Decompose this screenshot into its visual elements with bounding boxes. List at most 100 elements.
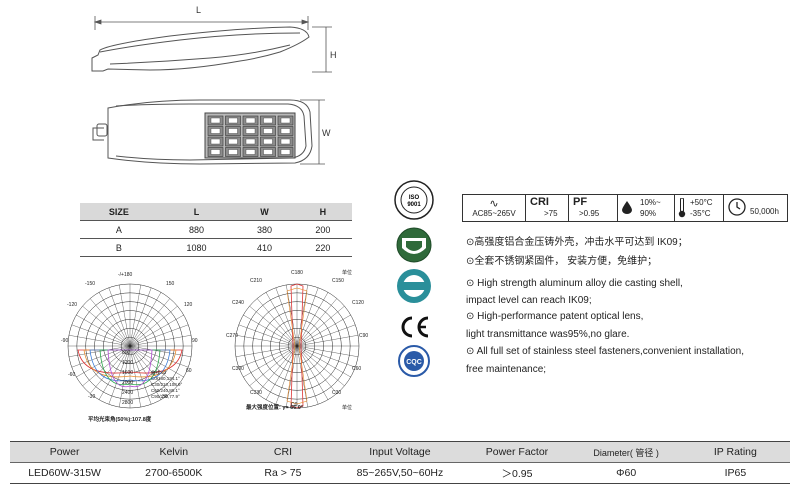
svg-text:单位: 单位 xyxy=(342,269,352,276)
polar-spoke xyxy=(257,298,298,347)
polar-spoke xyxy=(129,345,178,386)
spec-voltage: ∿ AC85~265V xyxy=(463,195,526,221)
polar-label: 800 xyxy=(122,350,131,356)
polar-spoke xyxy=(296,324,356,347)
led-lens xyxy=(228,117,238,124)
polar-spoke xyxy=(238,345,298,368)
size-cell: B xyxy=(115,242,122,253)
size-col-h: H xyxy=(319,206,327,217)
size-cell: 220 xyxy=(315,242,331,253)
polar-spoke xyxy=(82,345,131,386)
col-power-factor: Power Factor xyxy=(462,441,572,463)
svg-text:C270: C270 xyxy=(226,333,238,339)
svg-text:C180: C180 xyxy=(291,270,303,276)
polar-spoke xyxy=(129,345,184,378)
feature-line: ⊙ High-performance patent optical lens, xyxy=(466,311,644,322)
svg-text:ISO: ISO xyxy=(409,195,420,201)
led-lens xyxy=(210,117,221,124)
lamp-side-view xyxy=(91,26,310,72)
polar-spoke xyxy=(68,335,131,347)
size-col-size: SIZE xyxy=(108,206,129,217)
cell-power: LED60W-315W xyxy=(10,462,120,484)
polar-spoke xyxy=(265,345,298,400)
led-lens xyxy=(245,128,256,134)
size-cell: 200 xyxy=(315,224,331,235)
cqc-cert-icon: CQC xyxy=(398,345,430,377)
polar-spoke xyxy=(296,335,359,347)
size-cell: 380 xyxy=(256,224,273,235)
polar-label: -60 xyxy=(68,372,75,378)
led-lens xyxy=(280,138,291,145)
svg-text:C30/210,108.9°: C30/210,108.9° xyxy=(151,382,183,387)
size-cell: 880 xyxy=(188,224,204,235)
polar-spoke xyxy=(76,345,131,378)
polar-label: -120 xyxy=(67,302,77,308)
polar-spoke xyxy=(296,306,345,347)
polar-spoke xyxy=(129,284,141,347)
polar-label: 60 xyxy=(186,368,192,374)
polar-spoke xyxy=(129,292,162,347)
polar-spoke xyxy=(235,345,298,357)
led-lens xyxy=(280,117,291,124)
led-lens xyxy=(210,149,221,155)
polar-label: -30 xyxy=(88,394,95,400)
spec-cri-label: CRI xyxy=(530,196,549,208)
polar-curve xyxy=(286,287,308,405)
polar-spoke xyxy=(129,287,152,347)
spec-lifetime-value: 50,000h xyxy=(750,207,779,216)
polar-spoke xyxy=(235,335,298,347)
polar-spoke xyxy=(90,298,131,347)
ac-wave-icon: ∿ xyxy=(489,197,499,210)
polar-spoke xyxy=(108,287,131,347)
iso-9001-icon: ISO 9001 xyxy=(394,180,434,220)
polar-label: 1600 xyxy=(122,370,133,376)
polar-spoke xyxy=(296,314,351,347)
clock-icon xyxy=(728,198,746,218)
svg-text:9001: 9001 xyxy=(407,202,421,208)
size-col-l: L xyxy=(193,206,200,217)
polar-spoke xyxy=(119,284,131,347)
svg-text:C60: C60 xyxy=(352,366,361,372)
led-lens xyxy=(245,117,256,124)
table-row: LED60W-315W 2700-6500K Ra > 75 85~265V,5… xyxy=(10,462,790,484)
polar-spoke xyxy=(129,314,184,347)
svg-text:C300: C300 xyxy=(232,366,244,372)
cell-cri: Ra > 75 xyxy=(228,462,338,484)
size-cell: 1080 xyxy=(186,242,207,253)
col-diameter: Diameter( 管径 ) xyxy=(571,441,681,463)
polar-spoke xyxy=(296,345,337,394)
svg-text:C120: C120 xyxy=(352,300,364,306)
led-module xyxy=(204,112,296,159)
polar-spoke xyxy=(296,345,356,368)
cell-diameter: Φ60 xyxy=(571,462,681,484)
polar-diagram-right: C180 C210 C240 C270 C300 C330 C0 C30 C60… xyxy=(226,269,368,411)
spec-temperature: +50°C -35°C xyxy=(675,195,724,221)
feature-line: light transmittance was95%,no glare. xyxy=(466,329,630,340)
feature-line: ⊙ All full set of stainless steel fasten… xyxy=(466,346,744,357)
polar-spoke xyxy=(257,345,298,394)
cell-kelvin: 2700-6500K xyxy=(119,462,229,484)
polar-left-caption: 平均光束角(50%):107.8度 xyxy=(88,415,152,423)
polar-diagram-left: -/+180 -150 150 -120 120 -90 90 -60 60 -… xyxy=(61,272,198,423)
polar-spoke xyxy=(71,324,131,347)
svg-text:C150: C150 xyxy=(332,278,344,284)
polar-curve xyxy=(83,349,177,378)
size-cell: A xyxy=(115,224,122,235)
feature-line: ⊙全套不锈钢紧固件， 安装方便，免维护； xyxy=(466,256,658,267)
polar-curve xyxy=(77,349,183,374)
polar-spoke xyxy=(82,306,131,347)
polar-label: 120 xyxy=(184,302,193,308)
spec-cri-value: >75 xyxy=(544,209,558,218)
polar-right-labels: C180 C210 C240 C270 C300 C330 C0 C30 C60… xyxy=(226,269,368,411)
polar-label: -150 xyxy=(85,281,95,287)
polar-spoke xyxy=(90,345,131,394)
lamp-drawings: L H W xyxy=(91,5,337,165)
polar-spoke xyxy=(296,298,337,347)
polar-label: 2800 xyxy=(122,400,133,406)
polar-left-legend: 曲线:cd C0/180,134.1° C30/210,108.9° C60/2… xyxy=(151,369,183,399)
polar-curve xyxy=(107,349,153,388)
size-col-w: W xyxy=(260,206,269,217)
polar-spoke xyxy=(249,306,298,347)
table-row: A 880 380 200 xyxy=(80,221,352,239)
spec-cri: CRI >75 xyxy=(526,195,569,221)
